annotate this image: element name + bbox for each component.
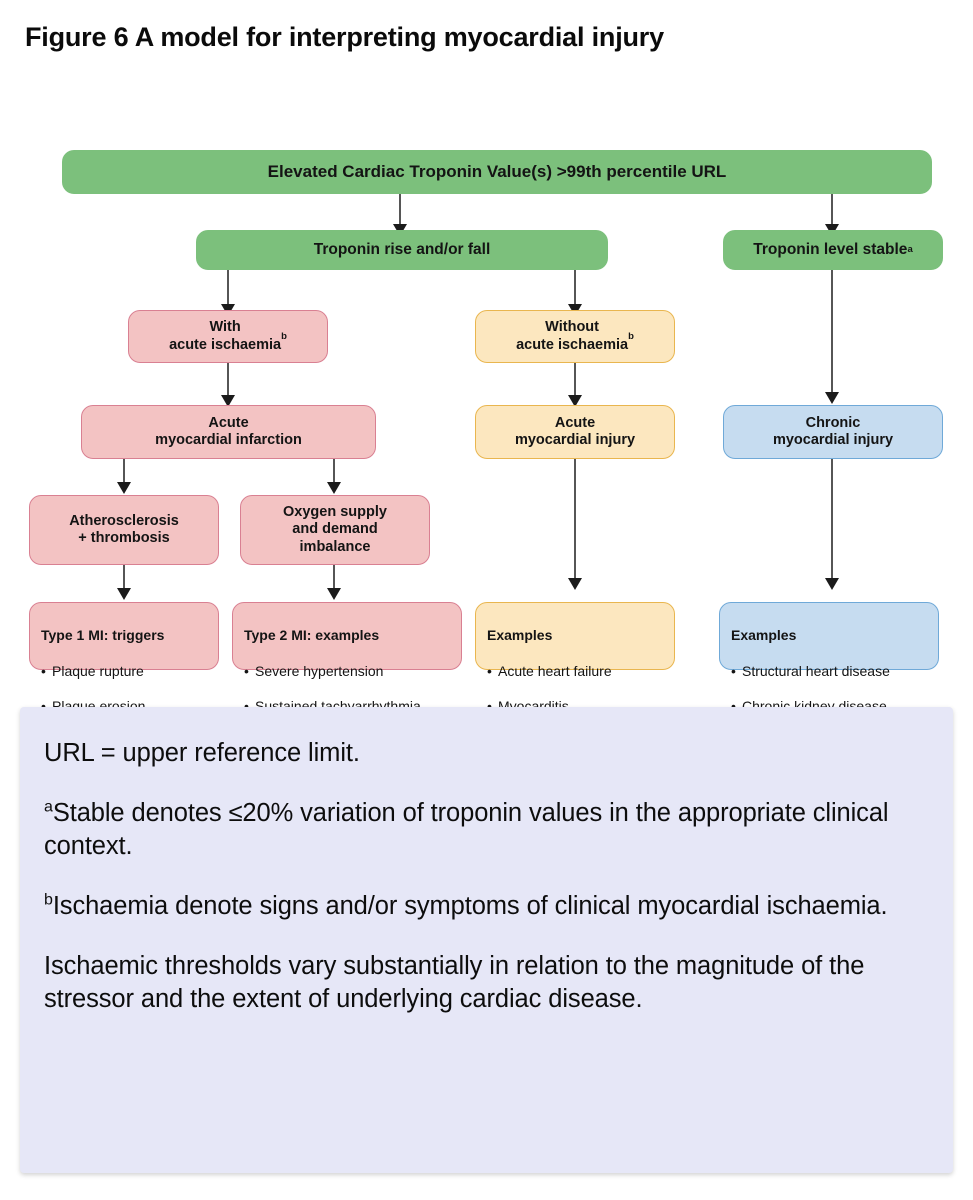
listbox-chronic-examples-item-0: Structural heart disease [731, 662, 928, 680]
arrowhead-without-ischaemia-to-acute-injury [568, 395, 582, 407]
connector-atherosclerosis-to-type1 [123, 565, 125, 594]
node-atherosclerosis-thrombosis: Atherosclerosis + thrombosis [29, 495, 219, 565]
arrowhead-acutemi-to-oxygen-imbalance [327, 482, 341, 494]
connector-acutemi-to-atherosclerosis [123, 459, 125, 488]
footnote-note-b: bIschaemia denote signs and/or symptoms … [44, 890, 927, 924]
listbox-type-2-mi-item-0: Severe hypertension [244, 662, 451, 680]
footnote-note-c: Ischaemic thresholds vary substantially … [44, 951, 865, 1014]
connector-with-ischaemia-to-acute-mi [227, 363, 229, 399]
footnote-note-b-text: Ischaemia denote signs and/or symptoms o… [52, 891, 888, 920]
page-title: Figure 6 A model for interpreting myocar… [25, 22, 664, 52]
listbox-type-1-mi: Type 1 MI: triggers Plaque rupture Plaqu… [29, 602, 219, 715]
node-elevated-troponin: Elevated Cardiac Troponin Value(s) >99th… [62, 150, 932, 194]
connector-oxygen-to-type2 [333, 565, 335, 594]
node-with-acute-ischaemia-label: With acute ischaemia [169, 319, 282, 353]
listbox-chronic-examples: Examples Structural heart disease Chroni… [719, 602, 939, 715]
listbox-type-2-mi-title: Type 2 MI: examples [244, 627, 380, 644]
connector-chronic-injury-to-examples [831, 459, 833, 586]
node-oxygen-supply-demand-imbalance: Oxygen supply and demand imbalance [240, 495, 430, 565]
arrowhead-oxygen-to-type2 [327, 588, 341, 600]
node-without-acute-ischaemia-label: Without acute ischaemia [516, 319, 629, 353]
footnote-note-a-marker: a [44, 798, 53, 816]
footnote-note-a: aStable denotes ≤20% variation of tropon… [44, 797, 927, 864]
node-chronic-myocardial-injury: Chronic myocardial injury [723, 405, 943, 459]
flowchart-diagram: Elevated Cardiac Troponin Value(s) >99th… [0, 130, 973, 715]
connector-risefall-to-without-ischaemia [574, 270, 576, 306]
connector-acute-injury-to-examples [574, 459, 576, 586]
connector-header-to-rise-fall [399, 194, 401, 226]
footnote-card: URL = upper reference limit. aStable den… [20, 707, 953, 1173]
arrowhead-stable-to-chronic-injury [825, 392, 839, 404]
listbox-chronic-examples-title: Examples [731, 627, 797, 644]
footnote-url-definition: URL = upper reference limit. [44, 739, 360, 767]
listbox-type-1-mi-title: Type 1 MI: triggers [41, 627, 165, 644]
node-troponin-stable-label: Troponin level stable [753, 240, 908, 258]
node-acute-myocardial-infarction: Acute myocardial infarction [81, 405, 376, 459]
listbox-type-2-mi: Type 2 MI: examples Severe hypertension … [232, 602, 462, 715]
arrowhead-acutemi-to-atherosclerosis [117, 482, 131, 494]
connector-acutemi-to-oxygen-imbalance [333, 459, 335, 488]
footnote-note-a-text: Stable denotes ≤20% variation of troponi… [44, 798, 889, 861]
connector-stable-to-chronic-injury [831, 270, 833, 402]
listbox-acute-examples-item-0: Acute heart failure [487, 662, 664, 680]
connector-risefall-to-with-ischaemia [227, 270, 229, 306]
arrowhead-chronic-injury-to-examples [825, 578, 839, 590]
listbox-acute-examples: Examples Acute heart failure Myocarditis [475, 602, 675, 715]
connector-without-ischaemia-to-acute-injury [574, 363, 576, 399]
listbox-type-1-mi-item-0: Plaque rupture [41, 662, 208, 680]
arrowhead-atherosclerosis-to-type1 [117, 588, 131, 600]
arrowhead-with-ischaemia-to-acute-mi [221, 395, 235, 407]
connector-header-to-stable [831, 194, 833, 226]
node-troponin-rise-fall: Troponin rise and/or fall [196, 230, 608, 270]
arrowhead-acute-injury-to-examples [568, 578, 582, 590]
node-acute-myocardial-injury: Acute myocardial injury [475, 405, 675, 459]
footnote-note-b-marker: b [44, 891, 53, 909]
listbox-acute-examples-title: Examples [487, 627, 553, 644]
